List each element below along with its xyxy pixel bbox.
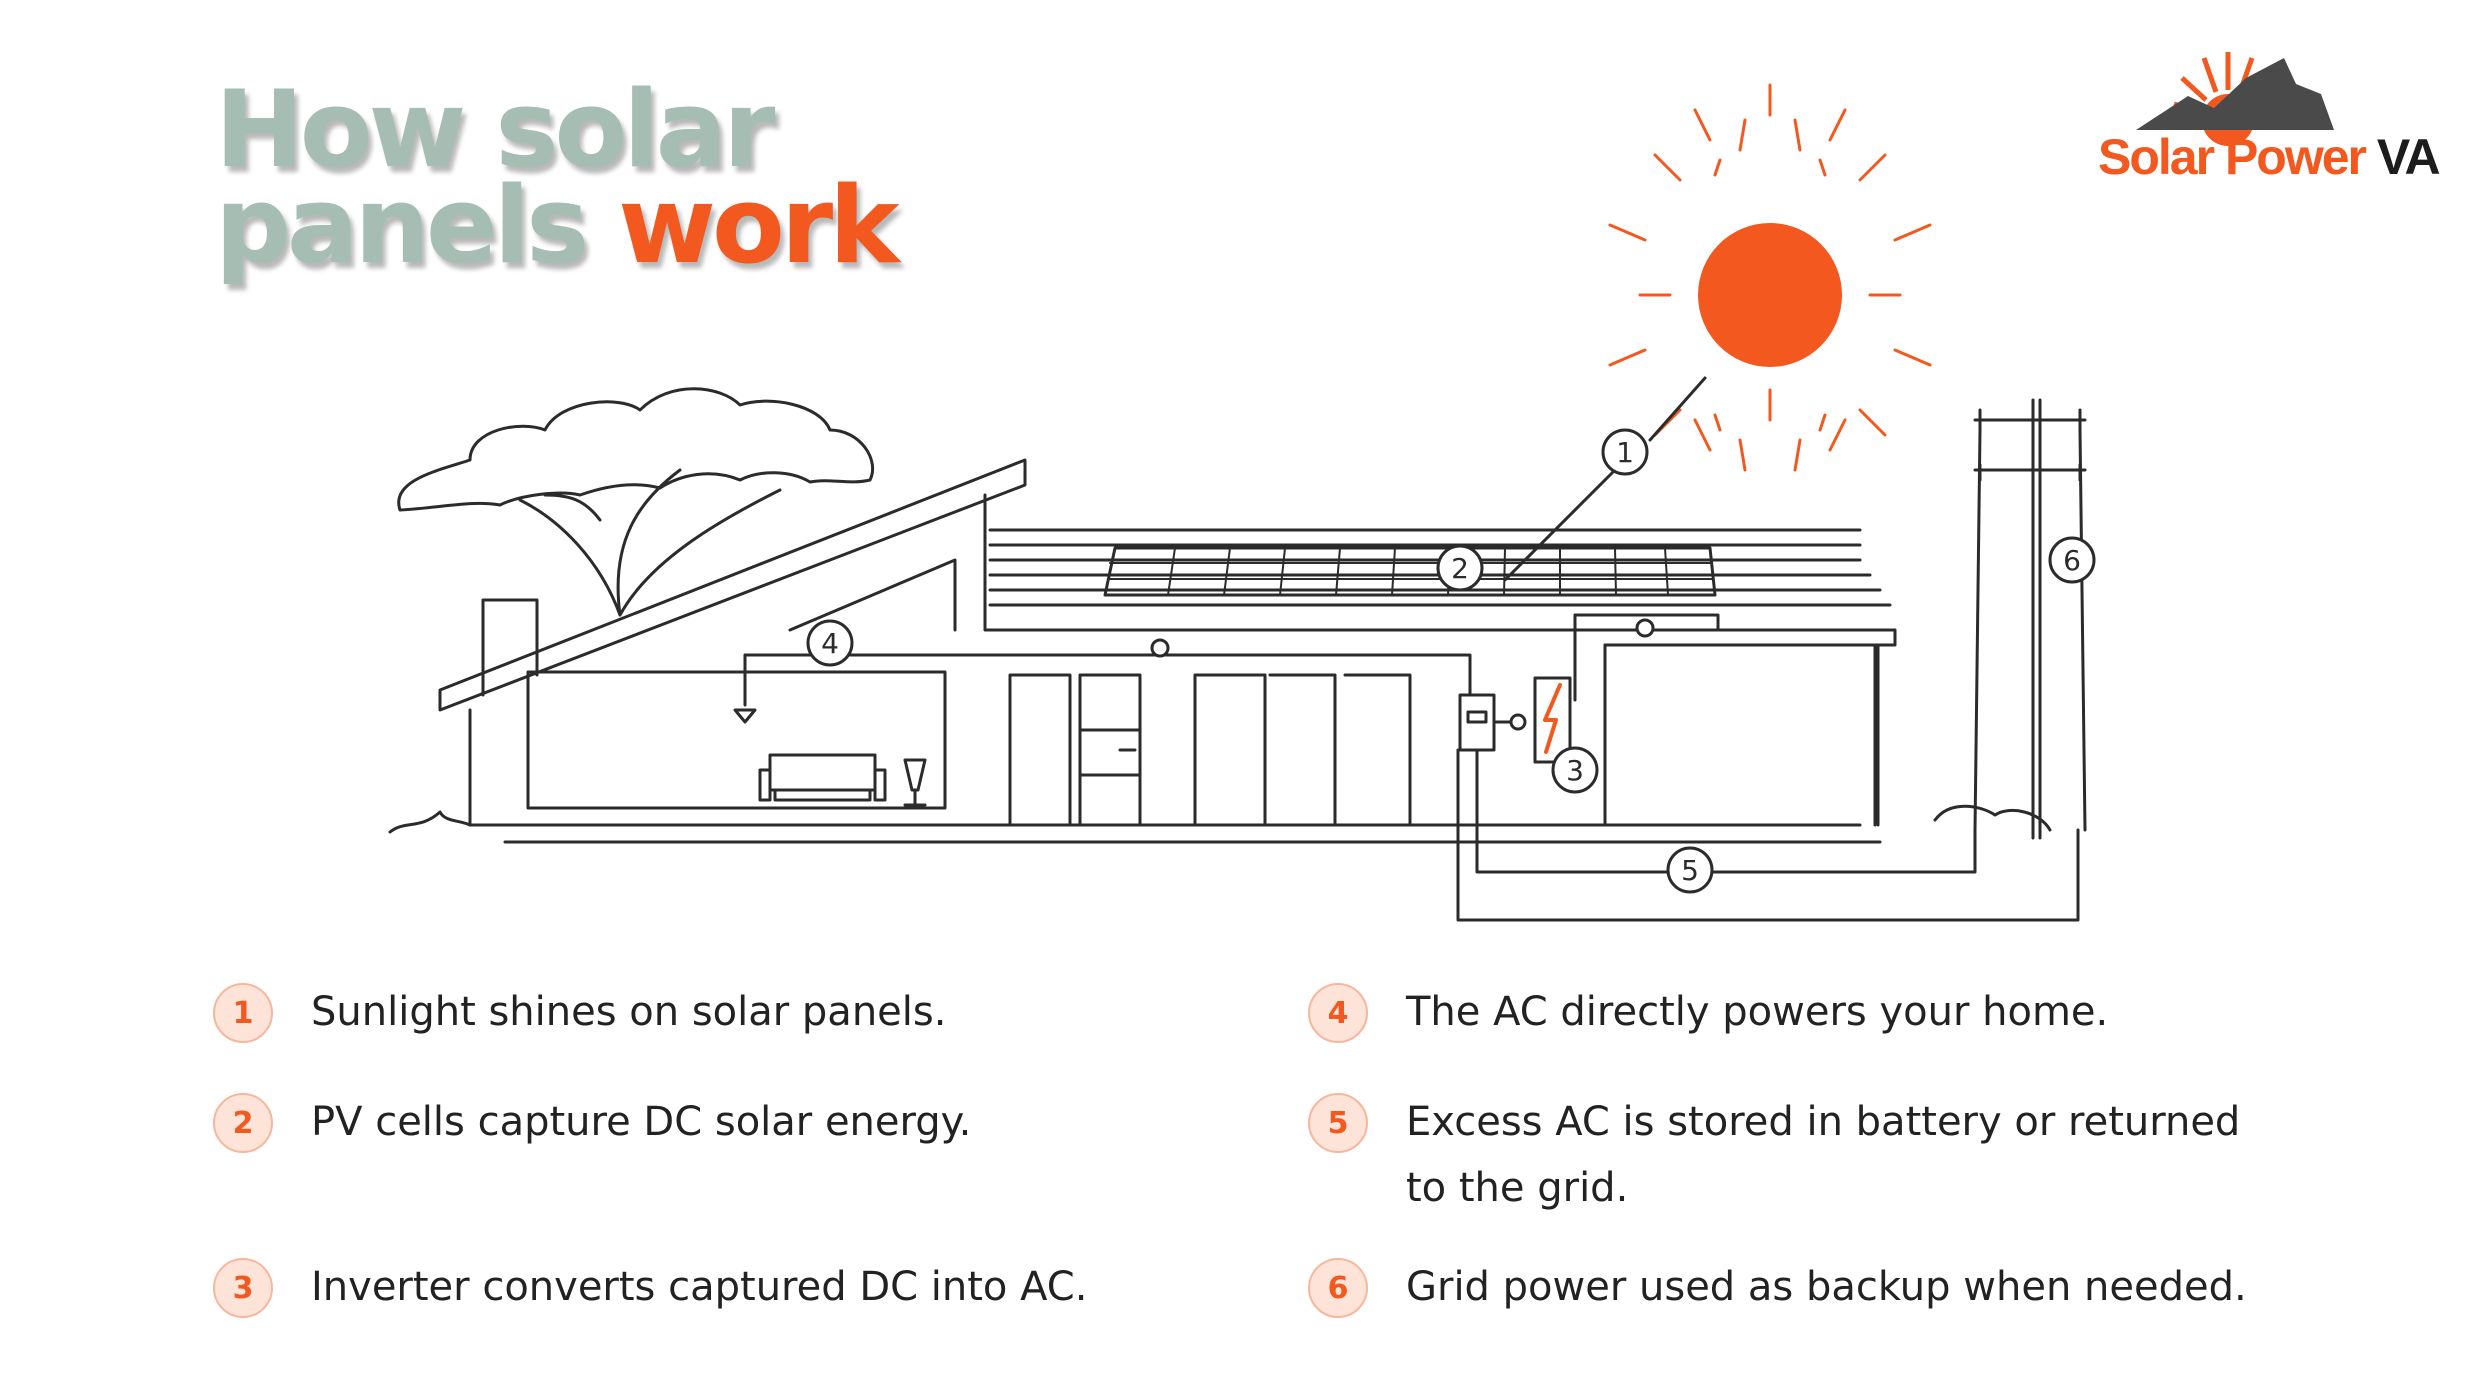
step-4: 4 The AC directly powers your home. — [1308, 983, 2286, 1045]
step-5-text: Excess AC is stored in battery or return… — [1406, 1099, 2241, 1211]
couch-icon — [758, 753, 887, 802]
logo-mountain-icon — [2136, 58, 2334, 130]
step-1-badge: 1 — [213, 983, 273, 1043]
callout-2: 2 — [1436, 544, 1484, 592]
solar-system-diagram — [388, 83, 2087, 922]
step-2: 2 PV cells capture DC solar energy. — [213, 1093, 1131, 1155]
step-3: 3 Inverter converts captured DC into AC. — [213, 1258, 1131, 1320]
callout-5: 5 — [1666, 846, 1714, 894]
sun-icon — [1608, 83, 1932, 472]
tree-icon — [397, 387, 875, 617]
utility-pole-icon — [1973, 398, 2087, 840]
title-line-2: panels work — [215, 173, 900, 279]
lamp-icon — [903, 758, 927, 807]
brand-logo — [2136, 52, 2334, 146]
callout-4-label: 4 — [821, 627, 839, 660]
step-4-text: The AC directly powers your home. — [1406, 989, 2109, 1035]
title-line-1: How solar — [215, 68, 775, 191]
callout-6: 6 — [2048, 536, 2096, 584]
callout-1-label: 1 — [1616, 436, 1634, 469]
step-6-badge: 6 — [1308, 1258, 1368, 1318]
callout-4: 4 — [806, 619, 854, 667]
step-3-badge: 3 — [213, 1258, 273, 1318]
step-5: 5 Excess AC is stored in battery or retu… — [1308, 1093, 2286, 1221]
step-1: 1 Sunlight shines on solar panels. — [213, 983, 1131, 1045]
step-4-badge: 4 — [1308, 983, 1368, 1043]
callout-6-label: 6 — [2063, 544, 2081, 577]
brand-name: Solar Power VA — [2098, 128, 2441, 186]
step-2-badge: 2 — [213, 1093, 273, 1153]
step-1-text: Sunlight shines on solar panels. — [311, 989, 947, 1035]
callout-3: 3 — [1551, 746, 1599, 794]
callout-1: 1 — [1601, 428, 1649, 476]
step-6: 6 Grid power used as backup when needed. — [1308, 1258, 2286, 1320]
step-5-badge: 5 — [1308, 1093, 1368, 1153]
brand-name-dark: VA — [2376, 129, 2441, 185]
callout-5-label: 5 — [1681, 854, 1699, 887]
title-accent-word: work — [618, 164, 900, 287]
step-6-text: Grid power used as backup when needed. — [1406, 1264, 2247, 1310]
title-line-2-prefix: panels — [215, 164, 619, 287]
callout-2-label: 2 — [1451, 552, 1469, 585]
callouts-layer: 1 2 3 4 5 6 — [806, 428, 2096, 894]
step-2-text: PV cells capture DC solar energy. — [311, 1099, 972, 1145]
page-title: How solar panels work — [215, 77, 900, 279]
house-outline — [388, 458, 2052, 844]
callout-leaders — [1503, 376, 1707, 582]
callout-3-label: 3 — [1566, 754, 1584, 787]
step-3-text: Inverter converts captured DC into AC. — [311, 1264, 1088, 1310]
brand-name-orange: Solar Power — [2098, 129, 2377, 185]
